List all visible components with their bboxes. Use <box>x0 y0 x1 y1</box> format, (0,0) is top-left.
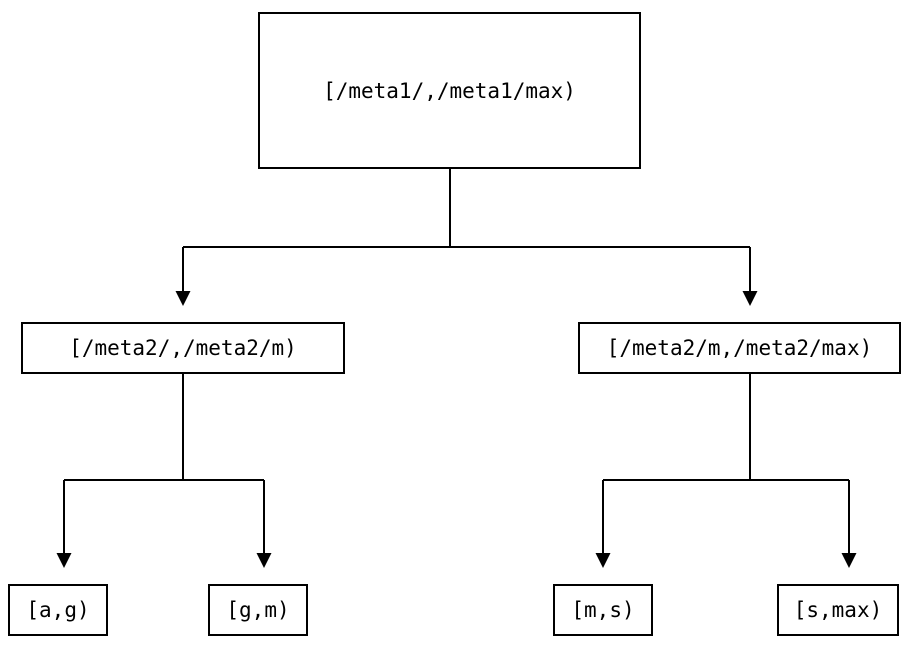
tree-node-leaf-gm[interactable]: [g,m) <box>208 584 308 636</box>
tree-node-label: [/meta2/,/meta2/m) <box>69 336 297 360</box>
tree-node-root[interactable]: [/meta1/,/meta1/max) <box>258 12 641 169</box>
tree-node-label: [/meta2/m,/meta2/max) <box>606 336 873 360</box>
tree-node-label: [a,g) <box>26 598 90 622</box>
edge-arrowhead-icon <box>595 553 611 568</box>
edge-arrowhead-icon <box>742 291 758 306</box>
tree-node-mid-left[interactable]: [/meta2/,/meta2/m) <box>21 322 345 374</box>
tree-node-label: [m,s) <box>571 598 635 622</box>
edge-arrowhead-icon <box>56 553 72 568</box>
edge-arrowhead-icon <box>175 291 191 306</box>
tree-node-leaf-ag[interactable]: [a,g) <box>8 584 108 636</box>
edge-arrowhead-icon <box>841 553 857 568</box>
edge-arrowhead-icon <box>256 553 272 568</box>
tree-node-mid-right[interactable]: [/meta2/m,/meta2/max) <box>578 322 901 374</box>
tree-node-label: [/meta1/,/meta1/max) <box>323 78 576 103</box>
tree-node-label: [s,max) <box>793 598 883 622</box>
tree-node-leaf-smax[interactable]: [s,max) <box>777 584 899 636</box>
tree-node-leaf-ms[interactable]: [m,s) <box>553 584 653 636</box>
tree-node-label: [g,m) <box>226 598 290 622</box>
